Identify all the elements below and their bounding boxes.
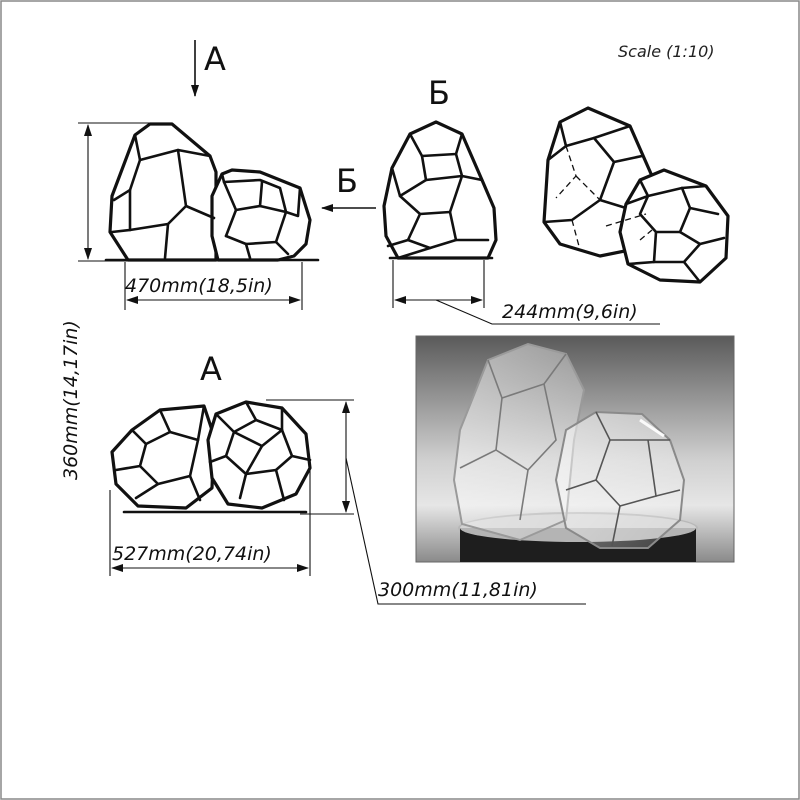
height-dimension: 360mm(14,17in) bbox=[60, 320, 82, 480]
top-view-left-rock bbox=[110, 404, 216, 510]
top-view-a-label: A bbox=[200, 350, 222, 388]
render-photo bbox=[415, 335, 735, 563]
front-view: 470mm(18,5in) bbox=[78, 122, 320, 310]
view-arrow-b-label: Б bbox=[336, 162, 358, 200]
top-width-dimension: 527mm(20,74in) bbox=[112, 543, 272, 565]
front-width-dimension: 470mm(18,5in) bbox=[125, 275, 273, 297]
side-depth-dimension: 244mm(9,6in) bbox=[502, 301, 638, 323]
front-view-small-rock bbox=[210, 168, 312, 262]
isometric-view bbox=[542, 106, 730, 284]
side-view: Б 244mm(9,6in) bbox=[382, 74, 660, 325]
view-arrow-a: A bbox=[191, 40, 226, 97]
side-view-rock bbox=[382, 120, 498, 260]
top-depth-dimension: 300mm(11,81in) bbox=[378, 579, 538, 601]
side-view-b-label: Б bbox=[428, 74, 450, 112]
view-arrow-b: Б bbox=[321, 162, 376, 212]
scale-note: Scale (1:10) bbox=[618, 42, 715, 61]
isometric-small-rock bbox=[618, 168, 730, 284]
top-view-right-rock bbox=[206, 400, 312, 510]
view-arrow-a-label: A bbox=[204, 40, 226, 78]
top-view: A 300mm(11,81in) 527mm(20,74in) bbox=[109, 350, 586, 605]
